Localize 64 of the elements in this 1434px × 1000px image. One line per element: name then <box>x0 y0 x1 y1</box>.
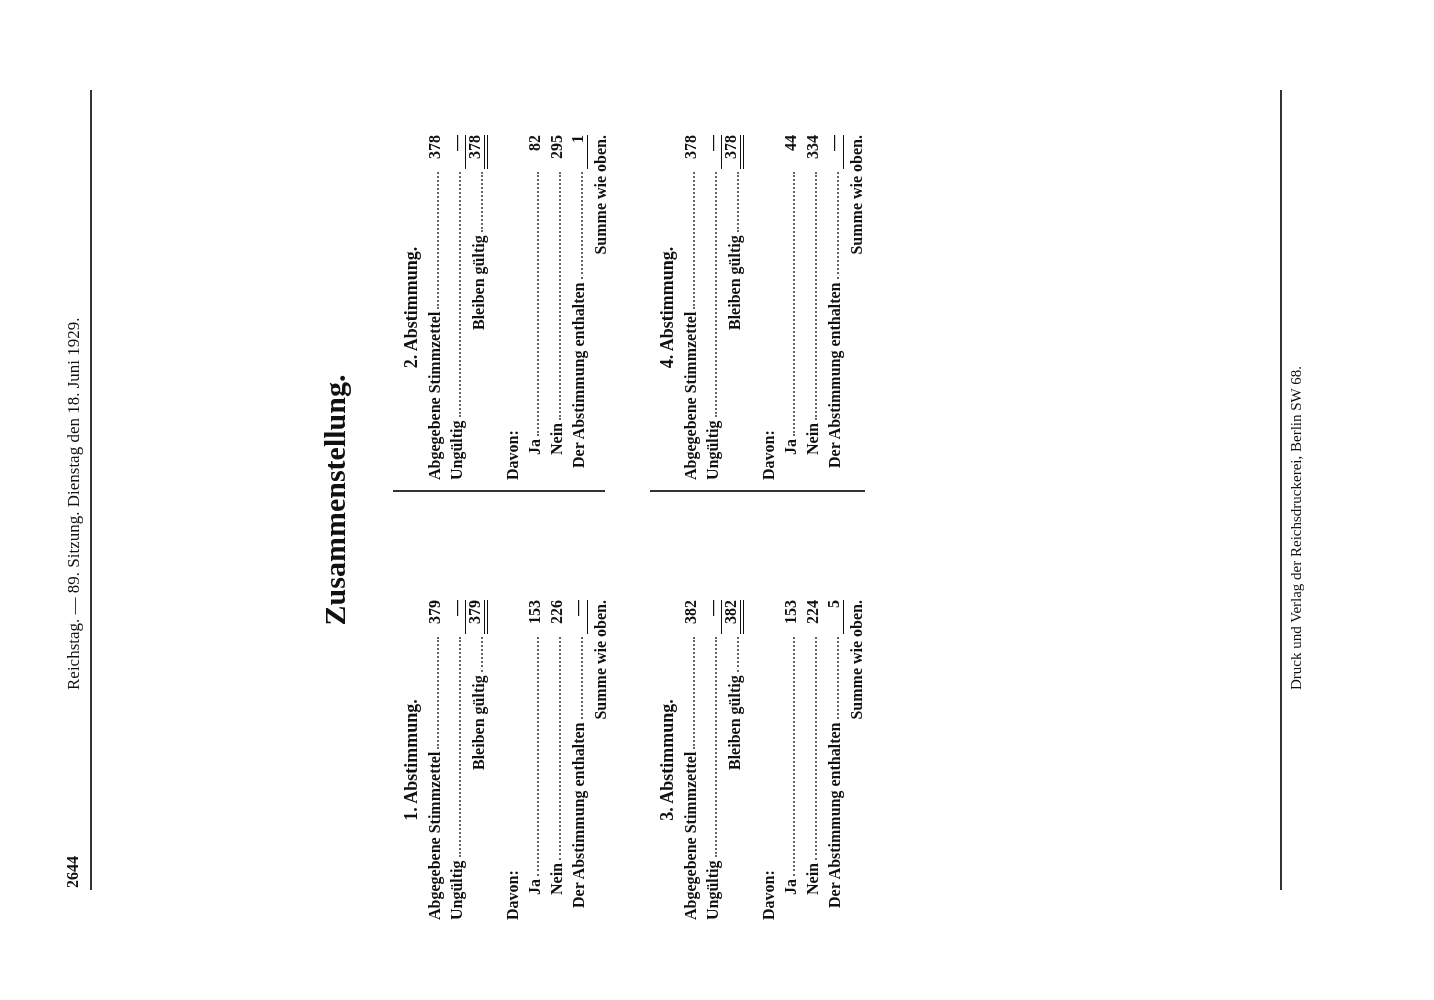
vote-count: 378 <box>465 135 488 169</box>
row-label: Abgegebene Stimmzettel <box>682 634 700 920</box>
vote-count: 382 <box>721 600 744 634</box>
vote-count: 382 <box>682 600 700 626</box>
row-label: Abgegebene Stimmzettel <box>426 169 444 480</box>
section-label: Davon: <box>504 870 522 920</box>
vote-count: 379 <box>465 600 488 634</box>
row-label: Der Abstimmung enthalten <box>570 169 588 468</box>
vote-count: 226 <box>548 600 566 626</box>
vote-count: 378 <box>682 135 700 161</box>
total-note: Summe wie oben. <box>848 135 866 255</box>
row-label: Bleiben gültig <box>726 634 744 770</box>
row-label: Abgegebene Stimmzettel <box>682 169 700 480</box>
row-label: Ungültig <box>704 634 722 920</box>
row-label: Der Abstimmung enthalten <box>570 634 588 908</box>
vote-count: 153 <box>526 600 544 626</box>
vote-count: — <box>448 135 466 153</box>
row-label: Bleiben gültig <box>726 169 744 330</box>
vote-count: 82 <box>526 135 544 153</box>
row-label: Der Abstimmung enthalten <box>826 634 844 908</box>
row-label: Der Abstimmung enthalten <box>826 169 844 468</box>
row-label: Bleiben gültig <box>470 634 488 770</box>
vote-heading: 2. Abstimmung. <box>401 246 422 369</box>
section-label: Davon: <box>504 430 522 480</box>
vote-count: 379 <box>426 600 444 626</box>
vote-heading: 3. Abstimmung. <box>657 699 678 821</box>
vote-count: 334 <box>804 135 822 161</box>
vote-count: — <box>704 600 722 618</box>
vote-count: — <box>448 600 466 618</box>
vote-count: 378 <box>721 135 744 169</box>
total-note: Summe wie oben. <box>592 600 610 720</box>
row-label: Ja <box>782 169 800 455</box>
vote-count: — <box>569 600 588 634</box>
section-label: Davon: <box>760 870 778 920</box>
total-note: Summe wie oben. <box>848 600 866 720</box>
page-title: Zusammenstellung. <box>318 373 352 628</box>
vote-count: — <box>704 135 722 153</box>
row-label: Nein <box>804 634 822 895</box>
vote-count: 1 <box>569 135 588 169</box>
imprint-line: Druck und Verlag der Reichsdruckerei, Berlin SW 68. <box>1288 366 1305 690</box>
running-header: Reichstag. — 89. Sitzung. Dienstag den 18. Juni 1929. <box>64 317 84 690</box>
row-label: Ja <box>526 169 544 455</box>
row-label: Ungültig <box>448 634 466 920</box>
vote-count: 378 <box>426 135 444 161</box>
vote-count: 5 <box>825 600 844 634</box>
vote-heading: 4. Abstimmung. <box>657 246 678 369</box>
vote-count: 224 <box>804 600 822 626</box>
row-label: Ja <box>782 634 800 895</box>
row-label: Abgegebene Stimmzettel <box>426 634 444 920</box>
row-label: Ja <box>526 634 544 895</box>
section-label: Davon: <box>760 430 778 480</box>
vote-count: — <box>825 135 844 169</box>
vote-heading: 1. Abstimmung. <box>401 699 422 821</box>
row-label: Ungültig <box>704 169 722 480</box>
row-label: Nein <box>804 169 822 455</box>
row-label: Bleiben gültig <box>470 169 488 330</box>
vote-count: 295 <box>548 135 566 161</box>
vote-count: 153 <box>782 600 800 626</box>
page-number: 2644 <box>64 856 82 888</box>
row-label: Nein <box>548 634 566 895</box>
row-label: Nein <box>548 169 566 455</box>
total-note: Summe wie oben. <box>592 135 610 255</box>
vote-count: 44 <box>782 135 800 153</box>
row-label: Ungültig <box>448 169 466 480</box>
